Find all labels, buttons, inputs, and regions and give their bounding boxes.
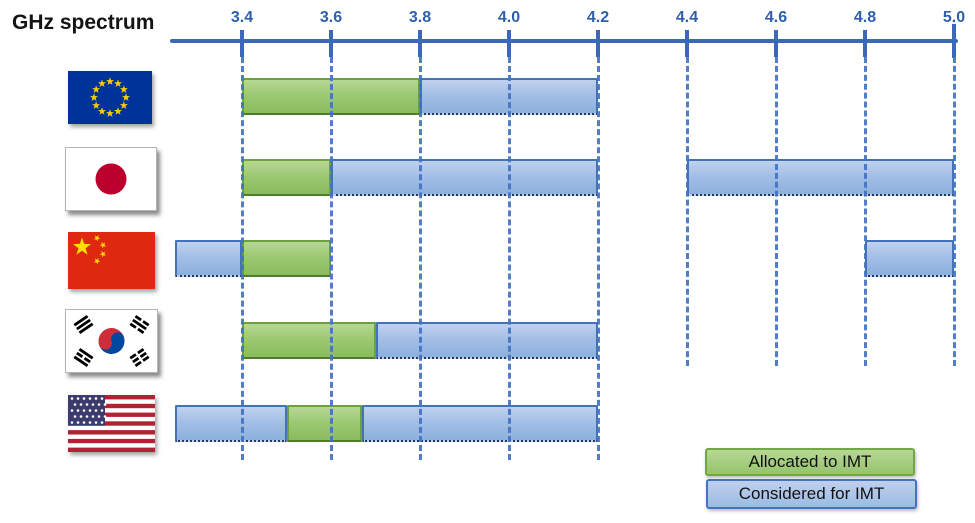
axis-tick-label-4.6: 4.6 <box>764 9 788 26</box>
gridline-4.2 <box>596 57 600 460</box>
bar-south-korea-allocated-3.4-3.7 <box>242 322 376 359</box>
bar-china-considered-3.25-3.4 <box>175 240 242 277</box>
axis-tick-4.8 <box>863 30 867 57</box>
axis-tick-label-3.4: 3.4 <box>230 9 254 26</box>
flag-japan <box>65 147 157 211</box>
flag-eu <box>68 71 152 124</box>
axis-tick-label-4.4: 4.4 <box>675 9 699 26</box>
bar-japan-considered-4.4-5 <box>687 159 954 196</box>
gridline-4.0 <box>507 57 511 460</box>
legend-considered: Considered for IMT <box>706 479 917 509</box>
bar-usa-allocated-3.5-3.67 <box>286 405 363 442</box>
axis-tick-3.6 <box>329 30 333 57</box>
axis-tick-5.0 <box>952 24 956 58</box>
gridline-4.8 <box>863 57 867 366</box>
gridline-4.4 <box>685 57 689 366</box>
gridline-3.8 <box>418 57 422 460</box>
legend-allocated: Allocated to IMT <box>705 448 915 476</box>
axis-tick-4.2 <box>596 30 600 57</box>
flag-usa <box>68 395 155 452</box>
bar-japan-considered-3.6-4.2 <box>331 159 598 196</box>
bar-usa-considered-3.25-3.5 <box>175 405 287 442</box>
axis-tick-label-3.8: 3.8 <box>408 9 432 26</box>
bar-china-allocated-3.4-3.6 <box>242 240 331 277</box>
page-title: GHz spectrum <box>12 11 155 34</box>
axis-tick-label-4.0: 4.0 <box>497 9 521 26</box>
axis-tick-4.4 <box>685 30 689 57</box>
gridline-3.4 <box>240 57 244 460</box>
gridline-4.6 <box>774 57 778 366</box>
gridline-3.6 <box>329 57 333 460</box>
gridline-5.0 <box>952 57 956 366</box>
bar-south-korea-considered-3.7-4.2 <box>375 322 598 359</box>
axis-line <box>170 39 958 43</box>
axis-tick-label-4.8: 4.8 <box>853 9 877 26</box>
axis-tick-label-5.0: 5.0 <box>942 9 966 26</box>
axis-tick-label-4.2: 4.2 <box>586 9 610 26</box>
axis-tick-label-3.6: 3.6 <box>319 9 343 26</box>
axis-tick-4.6 <box>774 30 778 57</box>
flag-china <box>68 232 155 289</box>
axis-tick-3.8 <box>418 30 422 57</box>
bar-japan-allocated-3.4-3.6 <box>242 159 331 196</box>
axis-tick-3.4 <box>240 30 244 57</box>
axis-tick-4.0 <box>507 30 511 57</box>
flag-south-korea <box>65 309 158 373</box>
bar-usa-considered-3.67-4.2 <box>362 405 598 442</box>
legend-allocated-label: Allocated to IMT <box>748 452 872 471</box>
legend-considered-label: Considered for IMT <box>738 484 885 503</box>
bar-china-considered-4.8-5 <box>865 240 954 277</box>
